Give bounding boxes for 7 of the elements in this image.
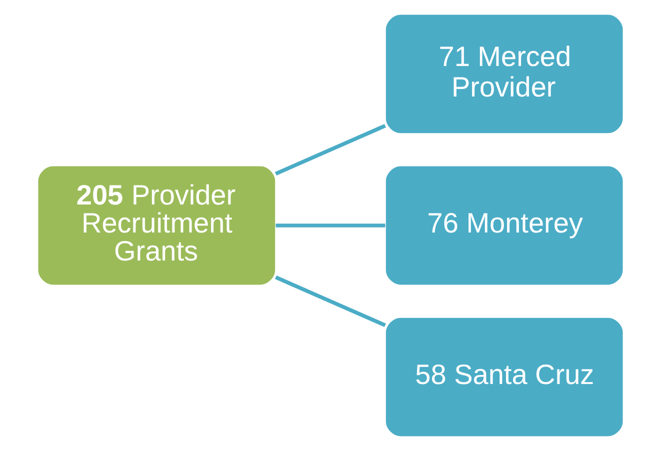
connector — [275, 223, 385, 227]
connector — [274, 274, 386, 327]
node-box: 71 Merced Provider — [384, 12, 624, 134]
node-box: 205 Provider Recruitment Grants — [36, 164, 276, 286]
node-box: 58 Santa Cruz — [384, 316, 624, 438]
connector — [274, 123, 386, 176]
node-box: 76 Monterey — [384, 164, 624, 286]
